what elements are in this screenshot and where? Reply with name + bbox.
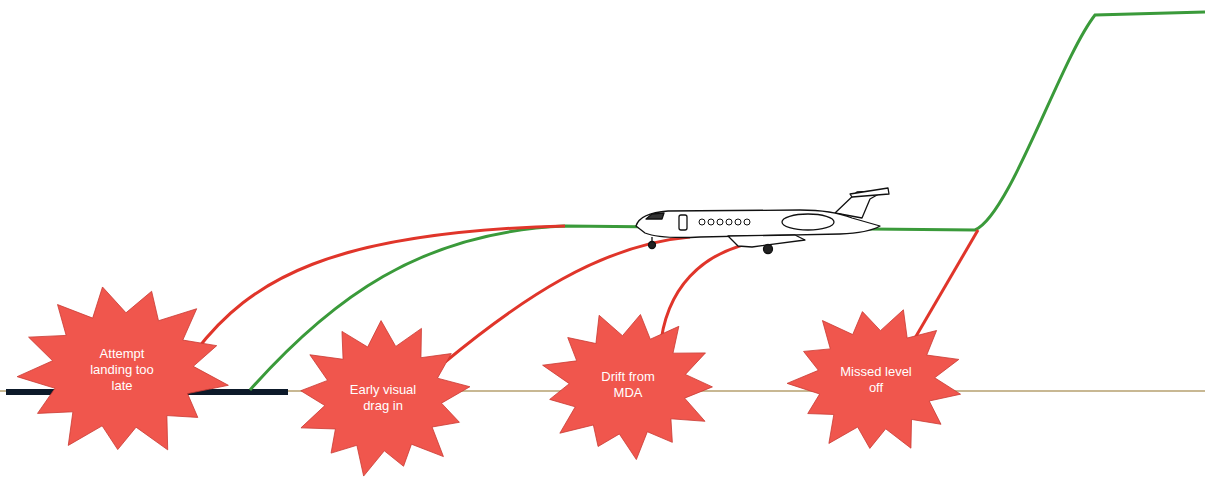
starburst-outline: [787, 310, 960, 449]
stabilizer: [850, 188, 889, 197]
window: [708, 219, 714, 225]
starburst-callout: Missed level off: [787, 305, 965, 455]
starburst-outline: [301, 321, 470, 476]
starburst-outline: [543, 315, 713, 460]
window: [699, 219, 705, 225]
callout-text: Drift from MDA: [586, 369, 670, 401]
window: [744, 219, 750, 225]
correct-path: [250, 12, 1205, 390]
starburst-outline: [17, 286, 228, 449]
door: [679, 215, 687, 230]
starburst-callout: Early visual drag in: [294, 318, 472, 478]
starburst-callout: Drift from MDA: [539, 310, 717, 460]
callout-text: Missed level off: [834, 364, 918, 396]
callout-text: Attempt landing too late: [80, 346, 164, 394]
starburst-callout: Attempt landing too late: [15, 283, 230, 458]
engine: [782, 214, 834, 230]
fuselage: [636, 210, 880, 238]
window: [735, 219, 741, 225]
callout-text: Early visual drag in: [341, 382, 425, 414]
window: [717, 219, 723, 225]
cockpit-window: [646, 213, 664, 219]
nose-wheel: [649, 242, 656, 249]
missed-level-off-path: [915, 230, 978, 338]
window: [726, 219, 732, 225]
main-wheel: [764, 245, 773, 254]
